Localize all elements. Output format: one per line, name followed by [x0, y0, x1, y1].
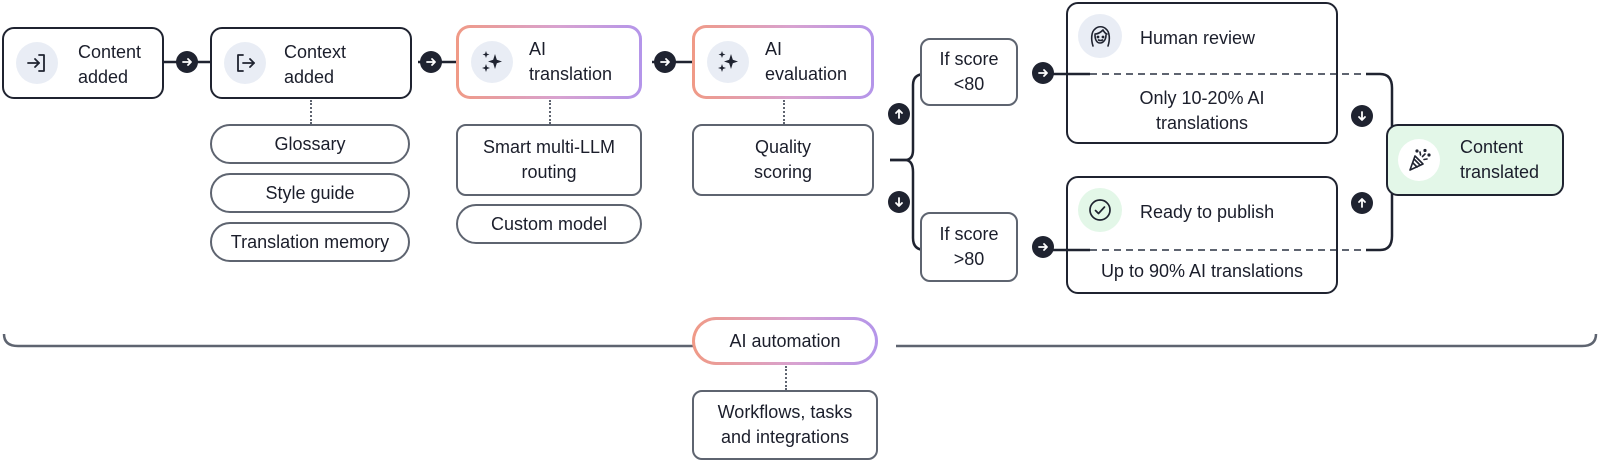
dotted-connector	[549, 100, 551, 124]
outcome-detail: Only 10-20% AI translations	[1139, 88, 1265, 133]
evaluation-item-quality-scoring: Quality scoring	[692, 124, 874, 196]
arrow-right-icon	[1032, 62, 1054, 84]
translation-item-custom-model: Custom model	[456, 204, 642, 244]
step-label: AI translation	[529, 39, 613, 84]
ai-automation[interactable]: AI automation	[692, 317, 878, 365]
ai-automation-label: AI automation	[729, 330, 841, 351]
sign-in-icon	[16, 42, 58, 84]
party-popper-icon	[1398, 139, 1440, 181]
arrow-down-icon	[888, 191, 910, 213]
arrow-up-icon	[1351, 192, 1373, 214]
step-content-translated[interactable]: Content translated	[1386, 124, 1564, 196]
context-item-style-guide: Style guide	[210, 173, 410, 213]
arrow-right-icon	[1032, 236, 1054, 258]
automation-detail: Workflows, tasks and integrations	[692, 390, 878, 460]
sign-out-icon	[224, 42, 266, 84]
check-circle-icon	[1078, 188, 1122, 232]
step-label: Content translated	[1460, 137, 1540, 182]
arrow-right-icon	[654, 51, 676, 73]
step-ai-evaluation[interactable]: AI evaluation	[692, 25, 874, 99]
context-item-translation-memory: Translation memory	[210, 222, 410, 262]
condition-score-high: If score >80	[920, 212, 1018, 282]
translation-item-smart-routing: Smart multi-LLM routing	[456, 124, 642, 196]
step-ai-translation[interactable]: AI translation	[456, 25, 642, 99]
outcome-title: Human review	[1140, 28, 1256, 48]
step-content-added[interactable]: Content added	[2, 27, 164, 99]
context-item-glossary: Glossary	[210, 124, 410, 164]
step-label: Content added	[78, 42, 142, 87]
arrow-up-icon	[888, 103, 910, 125]
arrow-down-icon	[1351, 105, 1373, 127]
outcome-human-review[interactable]: Human review Only 10-20% AI translations	[1066, 2, 1338, 144]
arrow-right-icon	[176, 51, 198, 73]
arrow-right-icon	[420, 51, 442, 73]
condition-score-low: If score <80	[920, 38, 1018, 106]
outcome-title: Ready to publish	[1140, 202, 1275, 222]
dotted-connector	[783, 100, 785, 124]
step-context-added[interactable]: Context added	[210, 27, 412, 99]
outcome-ready-to-publish[interactable]: Ready to publish Up to 90% AI translatio…	[1066, 176, 1338, 294]
sparkle-icon	[707, 41, 749, 83]
sparkle-icon	[471, 41, 513, 83]
step-label: AI evaluation	[765, 39, 848, 84]
outcome-detail: Up to 90% AI translations	[1100, 261, 1304, 281]
person-icon	[1078, 14, 1122, 58]
step-label: Context added	[284, 42, 347, 87]
dotted-connector	[785, 366, 787, 390]
dotted-connector	[310, 100, 312, 124]
